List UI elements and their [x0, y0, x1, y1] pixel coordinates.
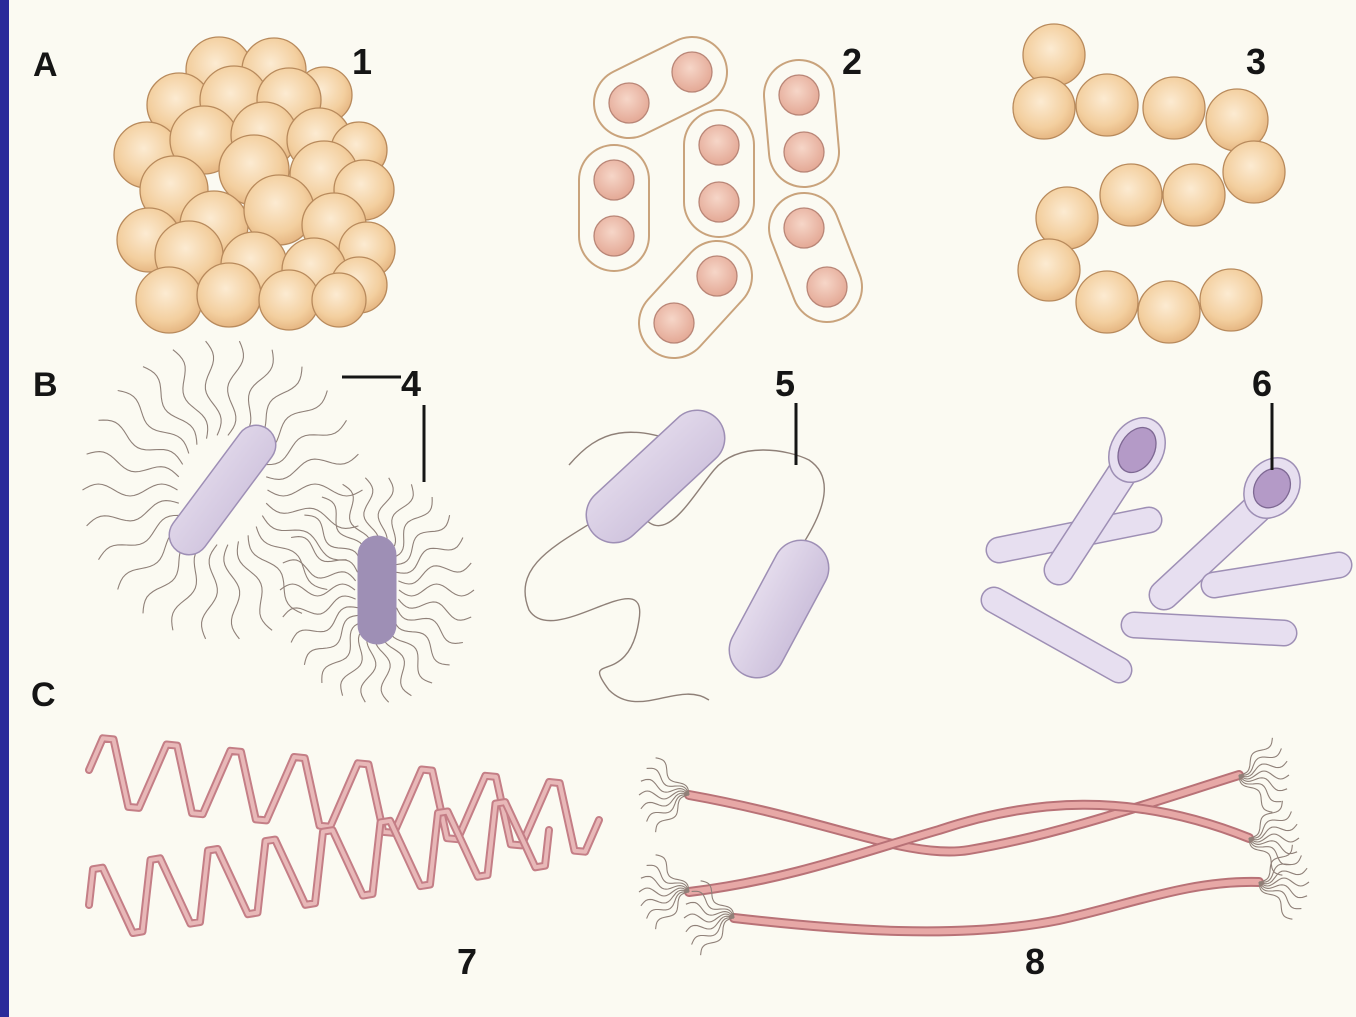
- coccus-cell: [1200, 269, 1262, 331]
- flagellum: [83, 484, 178, 496]
- flagellum: [291, 537, 357, 573]
- flagellum: [202, 545, 218, 639]
- coccus-cell: [779, 75, 819, 115]
- label-8: 8: [1025, 944, 1045, 980]
- coccus-cell: [697, 256, 737, 296]
- spore-forming-bacilli: [994, 408, 1339, 670]
- tuft-flagellum: [1259, 855, 1301, 882]
- flagellum: [224, 545, 240, 639]
- label-1: 1: [352, 44, 372, 80]
- flagellum: [322, 621, 365, 683]
- flagellum: [266, 454, 358, 479]
- flagellum: [389, 621, 432, 683]
- tuft-flagellum: [647, 795, 689, 822]
- tuft-flagellum: [1239, 775, 1287, 791]
- coccus-cell: [1076, 74, 1138, 136]
- label-2: 2: [842, 44, 862, 80]
- tuft-flagellum: [692, 918, 734, 945]
- tuft-flagellum: [1249, 838, 1297, 854]
- streptococci-chain: [1013, 24, 1285, 343]
- flagellum: [228, 341, 244, 435]
- figure-artwork: [9, 0, 1356, 1017]
- flagellum: [390, 497, 433, 559]
- flagellum: [394, 615, 450, 665]
- label-4: 4: [401, 366, 421, 402]
- flagellum: [99, 420, 183, 464]
- coccus-cell: [136, 267, 202, 333]
- flagellum: [304, 615, 360, 665]
- coccus-cell: [1100, 164, 1162, 226]
- rod-cell: [1134, 625, 1284, 633]
- coccus-cell: [1018, 239, 1080, 301]
- flagellum: [398, 563, 471, 584]
- coccus-cell: [197, 263, 261, 327]
- label-6: 6: [1252, 366, 1272, 402]
- flagellum: [87, 501, 179, 526]
- label-5: 5: [775, 366, 795, 402]
- flagellum: [283, 560, 356, 581]
- tuft-flagellum: [1239, 748, 1281, 775]
- flagellum: [280, 584, 355, 596]
- tuft-flagellum: [1249, 811, 1291, 838]
- tuft-flagellum: [641, 779, 689, 795]
- coccus-cell: [594, 216, 634, 256]
- coccus-cell: [259, 270, 319, 330]
- row-label-c: C: [31, 678, 56, 712]
- coccus-cell: [807, 267, 847, 307]
- flagellum: [268, 484, 363, 496]
- coccus-cell: [1023, 24, 1085, 86]
- flagellum: [397, 608, 463, 644]
- flagellum: [118, 391, 189, 454]
- lophotrichous-filaments: [639, 738, 1309, 955]
- row-label-a: A: [33, 48, 58, 82]
- flagellum: [256, 527, 327, 590]
- coccus-cell: [609, 83, 649, 123]
- rod-cell: [1214, 565, 1339, 585]
- flagellum: [283, 596, 356, 617]
- tuft-flagellum: [686, 902, 734, 918]
- rod-cell: [994, 600, 1119, 670]
- tuft-flagellum: [1259, 882, 1307, 898]
- coccus-cell: [594, 160, 634, 200]
- rod-cell: [189, 445, 256, 535]
- flagellum: [398, 599, 471, 620]
- flagellum: [399, 584, 474, 596]
- rod-cell: [614, 438, 697, 515]
- flagellum: [205, 341, 221, 435]
- coccus-cell: [1076, 271, 1138, 333]
- coccus-cell: [1143, 77, 1205, 139]
- spirilla: [89, 738, 599, 933]
- coccus-cell: [784, 208, 824, 248]
- coccus-cell: [654, 303, 694, 343]
- row-label-b: B: [33, 368, 58, 402]
- coccus-cell: [1163, 164, 1225, 226]
- monotrichous-bacilli: [525, 432, 824, 701]
- flagellum: [87, 452, 179, 477]
- coccus-cell: [672, 52, 712, 92]
- coccus-cell: [312, 273, 366, 327]
- bacteria-morphology-figure: A B C 1 2 3 4 5 6 7 8: [9, 0, 1356, 1017]
- coccus-cell: [1138, 281, 1200, 343]
- coccus-cell: [784, 132, 824, 172]
- flagellum: [394, 515, 450, 565]
- coccus-cell: [699, 182, 739, 222]
- label-3: 3: [1246, 44, 1266, 80]
- label-7: 7: [457, 944, 477, 980]
- coccus-cell: [1223, 141, 1285, 203]
- tuft-flagellum: [641, 876, 689, 892]
- tuft-flagellum: [647, 892, 689, 919]
- encapsulated-diplococci: [594, 52, 847, 343]
- coccus-cell: [1013, 77, 1075, 139]
- coccus-cell: [699, 125, 739, 165]
